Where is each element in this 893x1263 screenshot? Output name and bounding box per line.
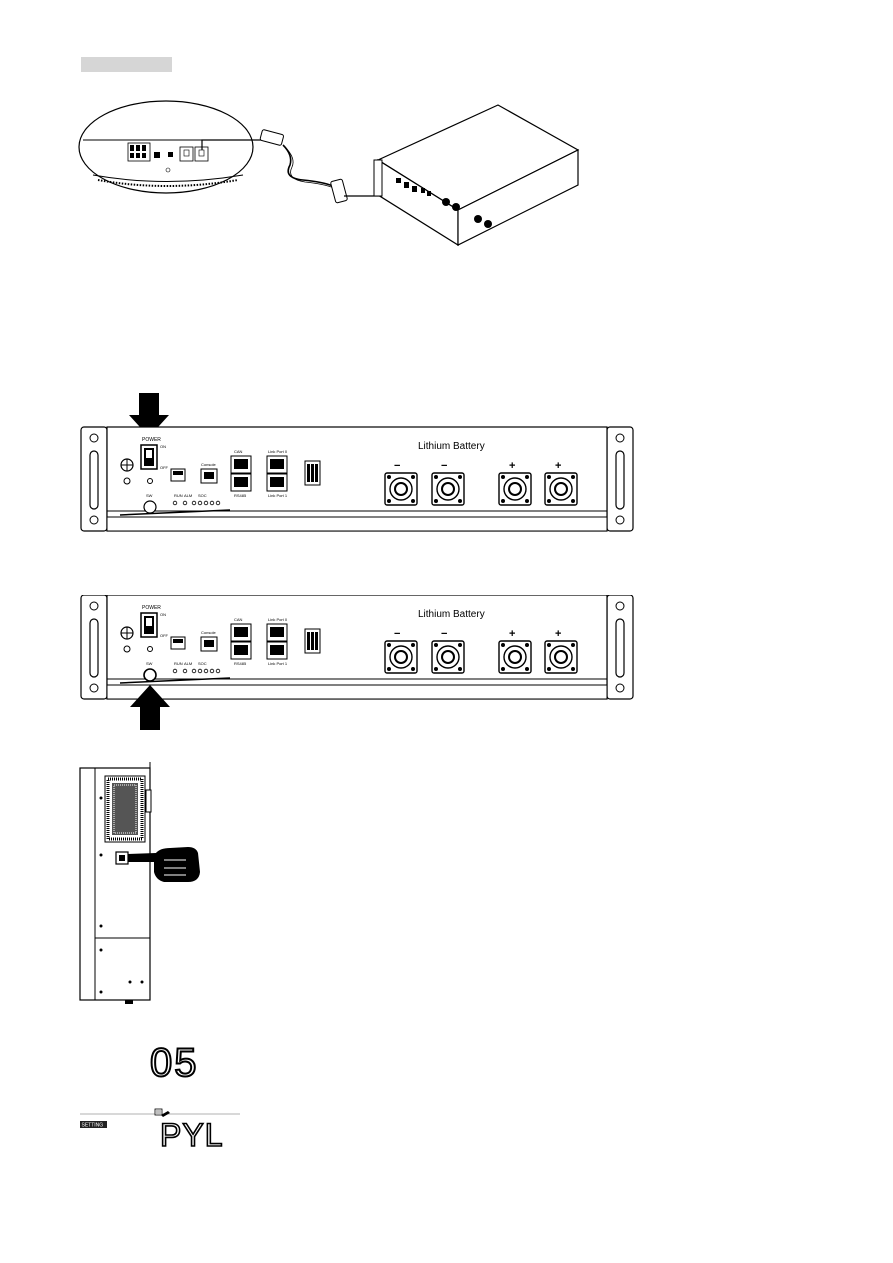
negative-terminal-2: − bbox=[431, 628, 465, 674]
rack-ear-left bbox=[80, 595, 108, 700]
rs485-label: RS485 bbox=[234, 493, 247, 498]
positive-terminal-2: + bbox=[544, 628, 578, 674]
rack-ear-right bbox=[606, 426, 634, 532]
soc-label: SOC bbox=[198, 661, 207, 666]
lcd-setting-display: SETTING PYL bbox=[80, 1108, 240, 1150]
soc-label: SOC bbox=[198, 493, 207, 498]
setting-indicator-text: SETTING bbox=[82, 1123, 104, 1129]
can-label: CAN bbox=[234, 617, 243, 622]
link-port0-label: Link Port 0 bbox=[268, 617, 288, 622]
lithium-battery-title: Lithium Battery bbox=[418, 441, 485, 452]
power-label: POWER bbox=[142, 437, 161, 443]
svg-text:−: − bbox=[441, 460, 447, 472]
positive-terminal-1: + bbox=[498, 460, 532, 506]
sw-label: SW bbox=[146, 493, 153, 498]
svg-text:+: + bbox=[509, 460, 515, 472]
svg-text:+: + bbox=[555, 460, 561, 472]
can-label: CAN bbox=[234, 449, 243, 454]
rj45-connector-2 bbox=[330, 178, 348, 204]
positive-terminal-1: + bbox=[498, 628, 532, 674]
console-label: Console bbox=[201, 630, 216, 635]
edit-icon bbox=[154, 1108, 170, 1117]
down-arrow-icon bbox=[129, 393, 169, 437]
rj45-connector-1 bbox=[259, 129, 284, 146]
svg-text:−: − bbox=[394, 460, 400, 472]
console-label: Console bbox=[201, 462, 216, 467]
run-label: RUN bbox=[174, 493, 183, 498]
off-label: OFF bbox=[160, 633, 169, 638]
battery-front-panel-power-switch: POWER ON OFF SW RUN ALM SOC Console CAN … bbox=[80, 393, 634, 532]
cable-connection-illustration bbox=[78, 100, 580, 247]
lithium-battery-title: Lithium Battery bbox=[418, 609, 485, 620]
battery-pack-isometric bbox=[373, 104, 580, 247]
up-arrow-icon bbox=[130, 685, 170, 730]
on-label: ON bbox=[160, 444, 166, 449]
alm-label: ALM bbox=[184, 493, 192, 498]
sw-button[interactable] bbox=[143, 668, 157, 682]
negative-terminal-2: − bbox=[431, 460, 465, 506]
negative-terminal-1: − bbox=[384, 628, 418, 674]
svg-text:−: − bbox=[394, 628, 400, 640]
power-label: POWER bbox=[142, 605, 161, 611]
lcd-program-number: 05 bbox=[150, 1040, 199, 1082]
section-heading-bar bbox=[81, 57, 172, 72]
program-number-text: 05 bbox=[150, 1041, 199, 1082]
run-label: RUN bbox=[174, 661, 183, 666]
vent-grille bbox=[104, 775, 146, 843]
link-port1-label: Link Port 1 bbox=[268, 493, 288, 498]
link-port0-label: Link Port 0 bbox=[268, 449, 288, 454]
rack-ear-right bbox=[606, 595, 634, 700]
link-port1-label: Link Port 1 bbox=[268, 661, 288, 666]
hand-pointer-icon bbox=[128, 847, 200, 882]
setting-indicator bbox=[80, 1121, 107, 1128]
inverter-port-detail bbox=[83, 139, 250, 187]
lcd-value-text: PYL bbox=[160, 1117, 223, 1150]
positive-terminal-2: + bbox=[544, 460, 578, 506]
off-label: OFF bbox=[160, 465, 169, 470]
alm-label: ALM bbox=[184, 661, 192, 666]
battery-front-panel-sw-button: POWER ON OFF SW RUN ALM SOC Console CAN … bbox=[80, 595, 634, 730]
rs485-label: RS485 bbox=[234, 661, 247, 666]
on-label: ON bbox=[160, 612, 166, 617]
svg-text:−: − bbox=[441, 628, 447, 640]
negative-terminal-1: − bbox=[384, 460, 418, 506]
rack-ear-left bbox=[80, 426, 108, 532]
svg-text:+: + bbox=[555, 628, 561, 640]
sw-button[interactable] bbox=[143, 500, 157, 514]
sw-label: SW bbox=[146, 661, 153, 666]
svg-text:+: + bbox=[509, 628, 515, 640]
inverter-side-view-switch bbox=[79, 762, 200, 1004]
